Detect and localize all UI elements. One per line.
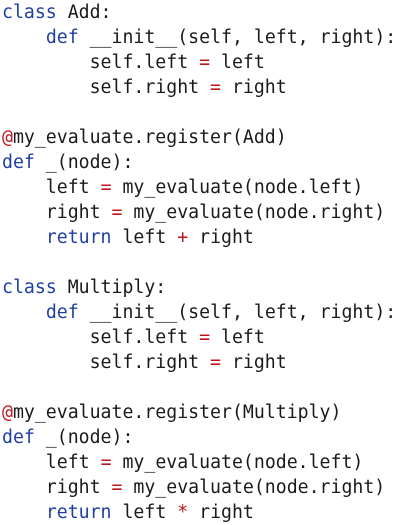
code-line: @my_evaluate.register(Add) bbox=[2, 125, 396, 150]
code-text: right bbox=[221, 352, 287, 373]
code-line: def _(node): bbox=[2, 425, 396, 450]
decorator-symbol: @ bbox=[2, 402, 13, 423]
code-line: left = my_evaluate(node.left) bbox=[2, 450, 396, 475]
keyword-token: def bbox=[45, 27, 79, 48]
code-text: self.left bbox=[2, 52, 200, 73]
code-text: my_evaluate(node.left) bbox=[111, 177, 364, 198]
operator-token: = bbox=[210, 352, 221, 373]
code-text: left bbox=[111, 502, 178, 523]
code-line: def __init__(self, left, right): bbox=[2, 300, 396, 325]
code-text: _(node): bbox=[34, 152, 134, 173]
code-text: right bbox=[2, 477, 112, 498]
code-text: right bbox=[221, 77, 287, 98]
code-text: Multiply: bbox=[56, 277, 167, 298]
code-text: left bbox=[210, 327, 265, 348]
code-line: class Add: bbox=[2, 0, 396, 25]
code-text: right bbox=[188, 227, 254, 248]
code-text: right bbox=[188, 502, 254, 523]
code-text: my_evaluate.register(Add) bbox=[12, 127, 287, 148]
keyword-token: return bbox=[45, 227, 112, 248]
code-line: return left * right bbox=[2, 500, 396, 525]
code-line: self.right = right bbox=[2, 350, 396, 375]
code-line: return left + right bbox=[2, 225, 396, 250]
operator-token: = bbox=[111, 477, 123, 498]
code-text: self.right bbox=[2, 77, 211, 98]
code-text: my_evaluate.register(Multiply) bbox=[12, 402, 342, 423]
code-line: def __init__(self, left, right): bbox=[2, 25, 396, 50]
code-text: left bbox=[210, 52, 265, 73]
code-text: right bbox=[2, 202, 112, 223]
code-line: right = my_evaluate(node.right) bbox=[2, 200, 396, 225]
operator-token: = bbox=[100, 452, 112, 473]
code-line: def _(node): bbox=[2, 150, 396, 175]
code-text: left bbox=[2, 452, 101, 473]
code-text: my_evaluate(node.right) bbox=[122, 477, 386, 498]
code-line: @my_evaluate.register(Multiply) bbox=[2, 400, 396, 425]
code-block: class Add: def __init__(self, left, righ… bbox=[2, 0, 396, 525]
blank-line bbox=[2, 250, 396, 275]
operator-token: = bbox=[199, 52, 211, 73]
keyword-token: return bbox=[45, 502, 112, 523]
code-text: my_evaluate(node.left) bbox=[111, 452, 364, 473]
code-line: self.right = right bbox=[2, 75, 396, 100]
operator-token: = bbox=[210, 77, 221, 98]
operator-token: + bbox=[177, 227, 189, 248]
keyword-token: def bbox=[2, 152, 35, 173]
code-text: Add: bbox=[56, 2, 112, 23]
operator-token: = bbox=[100, 177, 112, 198]
code-line: self.left = left bbox=[2, 50, 396, 75]
keyword-token: def bbox=[45, 302, 79, 323]
code-text: __init__(self, left, right): bbox=[78, 27, 397, 48]
blank-line bbox=[2, 375, 396, 400]
code-line: class Multiply: bbox=[2, 275, 396, 300]
code-text: _(node): bbox=[34, 427, 134, 448]
code-text bbox=[2, 27, 46, 48]
keyword-token: class bbox=[2, 277, 57, 298]
decorator-symbol: @ bbox=[2, 127, 13, 148]
code-text bbox=[2, 302, 46, 323]
code-line: right = my_evaluate(node.right) bbox=[2, 475, 396, 500]
code-text: my_evaluate(node.right) bbox=[122, 202, 386, 223]
keyword-token: class bbox=[2, 2, 57, 23]
operator-token: * bbox=[177, 502, 189, 523]
code-line: self.left = left bbox=[2, 325, 396, 350]
operator-token: = bbox=[111, 202, 123, 223]
blank-line bbox=[2, 100, 396, 125]
code-text bbox=[2, 227, 46, 248]
code-text: left bbox=[2, 177, 101, 198]
code-text: left bbox=[111, 227, 178, 248]
code-text: self.left bbox=[2, 327, 200, 348]
code-text: __init__(self, left, right): bbox=[78, 302, 397, 323]
operator-token: = bbox=[199, 327, 211, 348]
code-line: left = my_evaluate(node.left) bbox=[2, 175, 396, 200]
keyword-token: def bbox=[2, 427, 35, 448]
code-text: self.right bbox=[2, 352, 211, 373]
